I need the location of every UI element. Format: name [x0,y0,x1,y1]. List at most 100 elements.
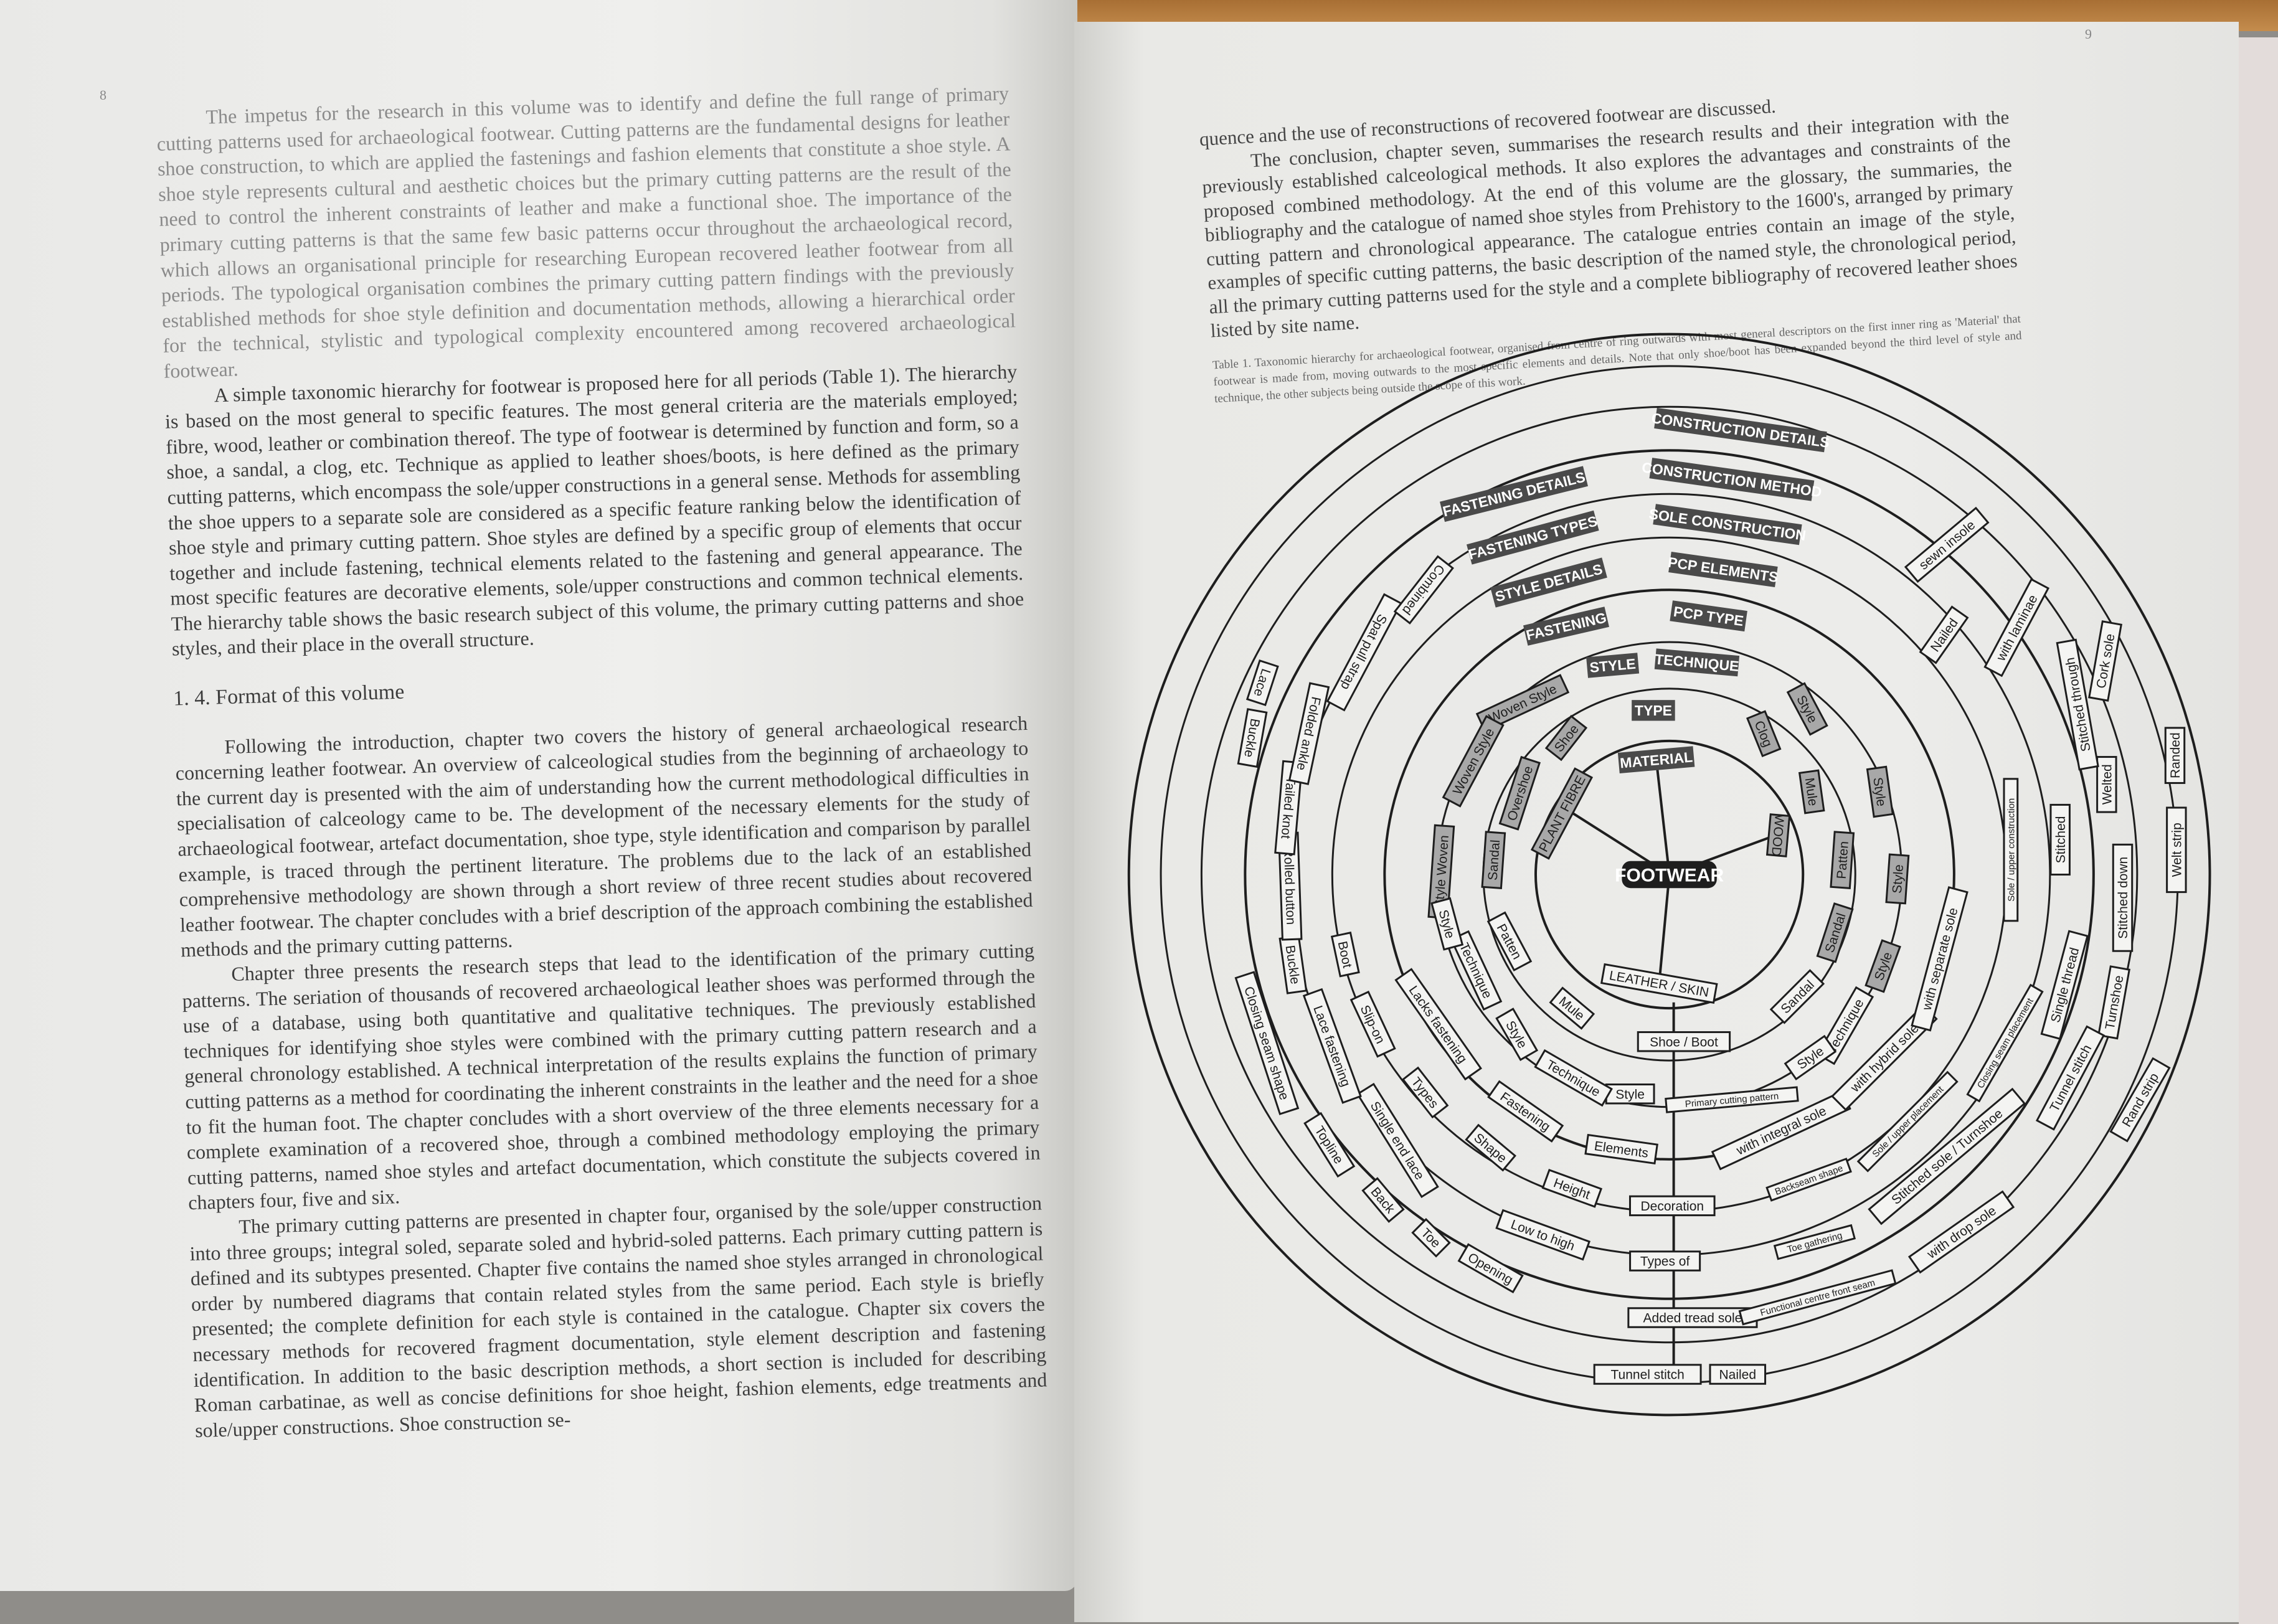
node-box [1393,555,1454,625]
node-box [2003,778,2019,922]
diagram-node: Clog [1746,710,1782,757]
diagram-node: Stitched down [2112,843,2134,952]
node-box [1600,963,1718,1004]
diagram-node: Stitched [2049,803,2071,876]
node-box [2088,620,2123,702]
diagram-node: Style [1495,1008,1539,1062]
node-label: Sandal [1486,839,1503,881]
node-box [1885,853,1910,905]
diagram-node: Buckle [1278,935,1308,994]
node-box [1637,1031,1731,1052]
diagram-node: Shoe [1544,715,1588,762]
next-page-edge [2239,37,2278,1624]
node-label: Fastening [1498,1090,1553,1135]
node-label: Added tread sole [1643,1311,1742,1326]
diagram-node: Overshoe [1498,755,1541,831]
node-box [1983,578,2050,677]
diagram-node: Randed [2164,727,2186,784]
diagram-node: Style [1864,939,1901,993]
node-label: FASTENING DETAILS [1441,468,1587,519]
diagram-node: Tailed knot [1274,760,1303,856]
diagram-node: Sandal [1769,969,1825,1024]
diagram-node: FOOTWEAR [1615,861,1724,889]
node-box [1593,1364,1702,1385]
page-number-left: 8 [100,87,106,103]
ring-circle [1244,449,2095,1300]
node-box [1486,911,1533,972]
node-label: Style [1615,1087,1645,1102]
diagram-node: Sandal [1816,902,1854,963]
connector-line [1655,759,1671,875]
node-label: with laminae [1993,592,2041,664]
diagram-node: Stitched through [2056,638,2099,771]
node-label: Randed [2168,732,2183,778]
diagram-node: with separate sole [1911,886,1968,1032]
diagram-node: Lace fastening [1302,988,1362,1104]
node-box [1866,765,1894,818]
diagram-node: Nailed [1919,605,1969,664]
diagram-node: sewn insole [1904,506,1990,583]
node-label: Rolled button [1281,847,1298,925]
node-label: PCP ELEMENTS [1667,554,1779,586]
node-label: Single thread [2048,946,2082,1024]
ring-circle [1200,405,2139,1344]
node-box [1303,1112,1356,1178]
node-label: Stitched down [2116,857,2130,939]
node-box [1856,1070,1959,1173]
node-label: PLANT FIBRE [1536,773,1589,854]
node-box [1465,1123,1516,1172]
diagram-node: Tunnel stitch [1593,1364,1702,1385]
ring-circle [1383,588,1955,1161]
node-box [2056,638,2099,771]
node-label: TYPE [1635,702,1672,719]
diagram-node: Backseam shape [1765,1158,1852,1202]
node-box [1394,968,1482,1081]
node-label: FASTENING [1524,609,1608,643]
diagram-node: Functional centre front seam [1738,1269,1897,1326]
node-box [1904,506,1990,583]
node-box [1349,990,1396,1058]
node-box [1530,767,1594,860]
diagram-node: Patten [1830,831,1855,889]
diagram-node: WOOD [1765,813,1791,857]
node-label: Closing seam shape [1241,984,1292,1102]
node-label: Backseam shape [1774,1163,1845,1197]
diagram-node: Spat pull strap [1326,593,1402,712]
node-box [1361,1177,1405,1223]
diagram-node: Style [1605,1083,1655,1105]
node-box [1549,986,1595,1030]
diagram-node: Patten [1486,911,1533,972]
node-label: Welted [2100,764,2114,805]
node-label: Style [1890,864,1906,894]
diagram-node: Height [1541,1169,1603,1208]
diagram-node: Slip-on [1349,990,1396,1058]
node-box [2166,806,2187,894]
node-box [1738,1269,1897,1326]
node-box [1773,1224,1856,1260]
node-box [1670,600,1747,632]
node-box [1401,1066,1449,1119]
node-box [2112,843,2134,952]
node-box [1966,983,2044,1103]
diagram-node: with laminae [1983,578,2050,677]
node-box [1654,648,1740,677]
node-label: Decoration [1641,1199,1704,1214]
node-box [1541,1169,1603,1208]
node-box [1245,659,1279,707]
diagram-node: FASTENING DETAILS [1439,466,1588,522]
node-box [1665,1086,1799,1113]
node-box [1523,607,1609,646]
node-label: Patten [1835,841,1851,879]
node-label: Tunnel stitch [1610,1368,1684,1382]
node-box [1868,1087,2026,1225]
diagram-node: Style [1430,897,1464,951]
node-label: STYLE [1589,656,1637,676]
node-box [1475,674,1570,733]
node-box [2164,727,2186,784]
ring-circle [1534,739,1805,1010]
node-label: Shoe / Boot [1650,1035,1718,1049]
diagram-node: Combined [1393,555,1454,625]
diagram-node: PCP ELEMENTS [1667,552,1779,588]
diagram-node: Added tread sole [1627,1307,1758,1328]
